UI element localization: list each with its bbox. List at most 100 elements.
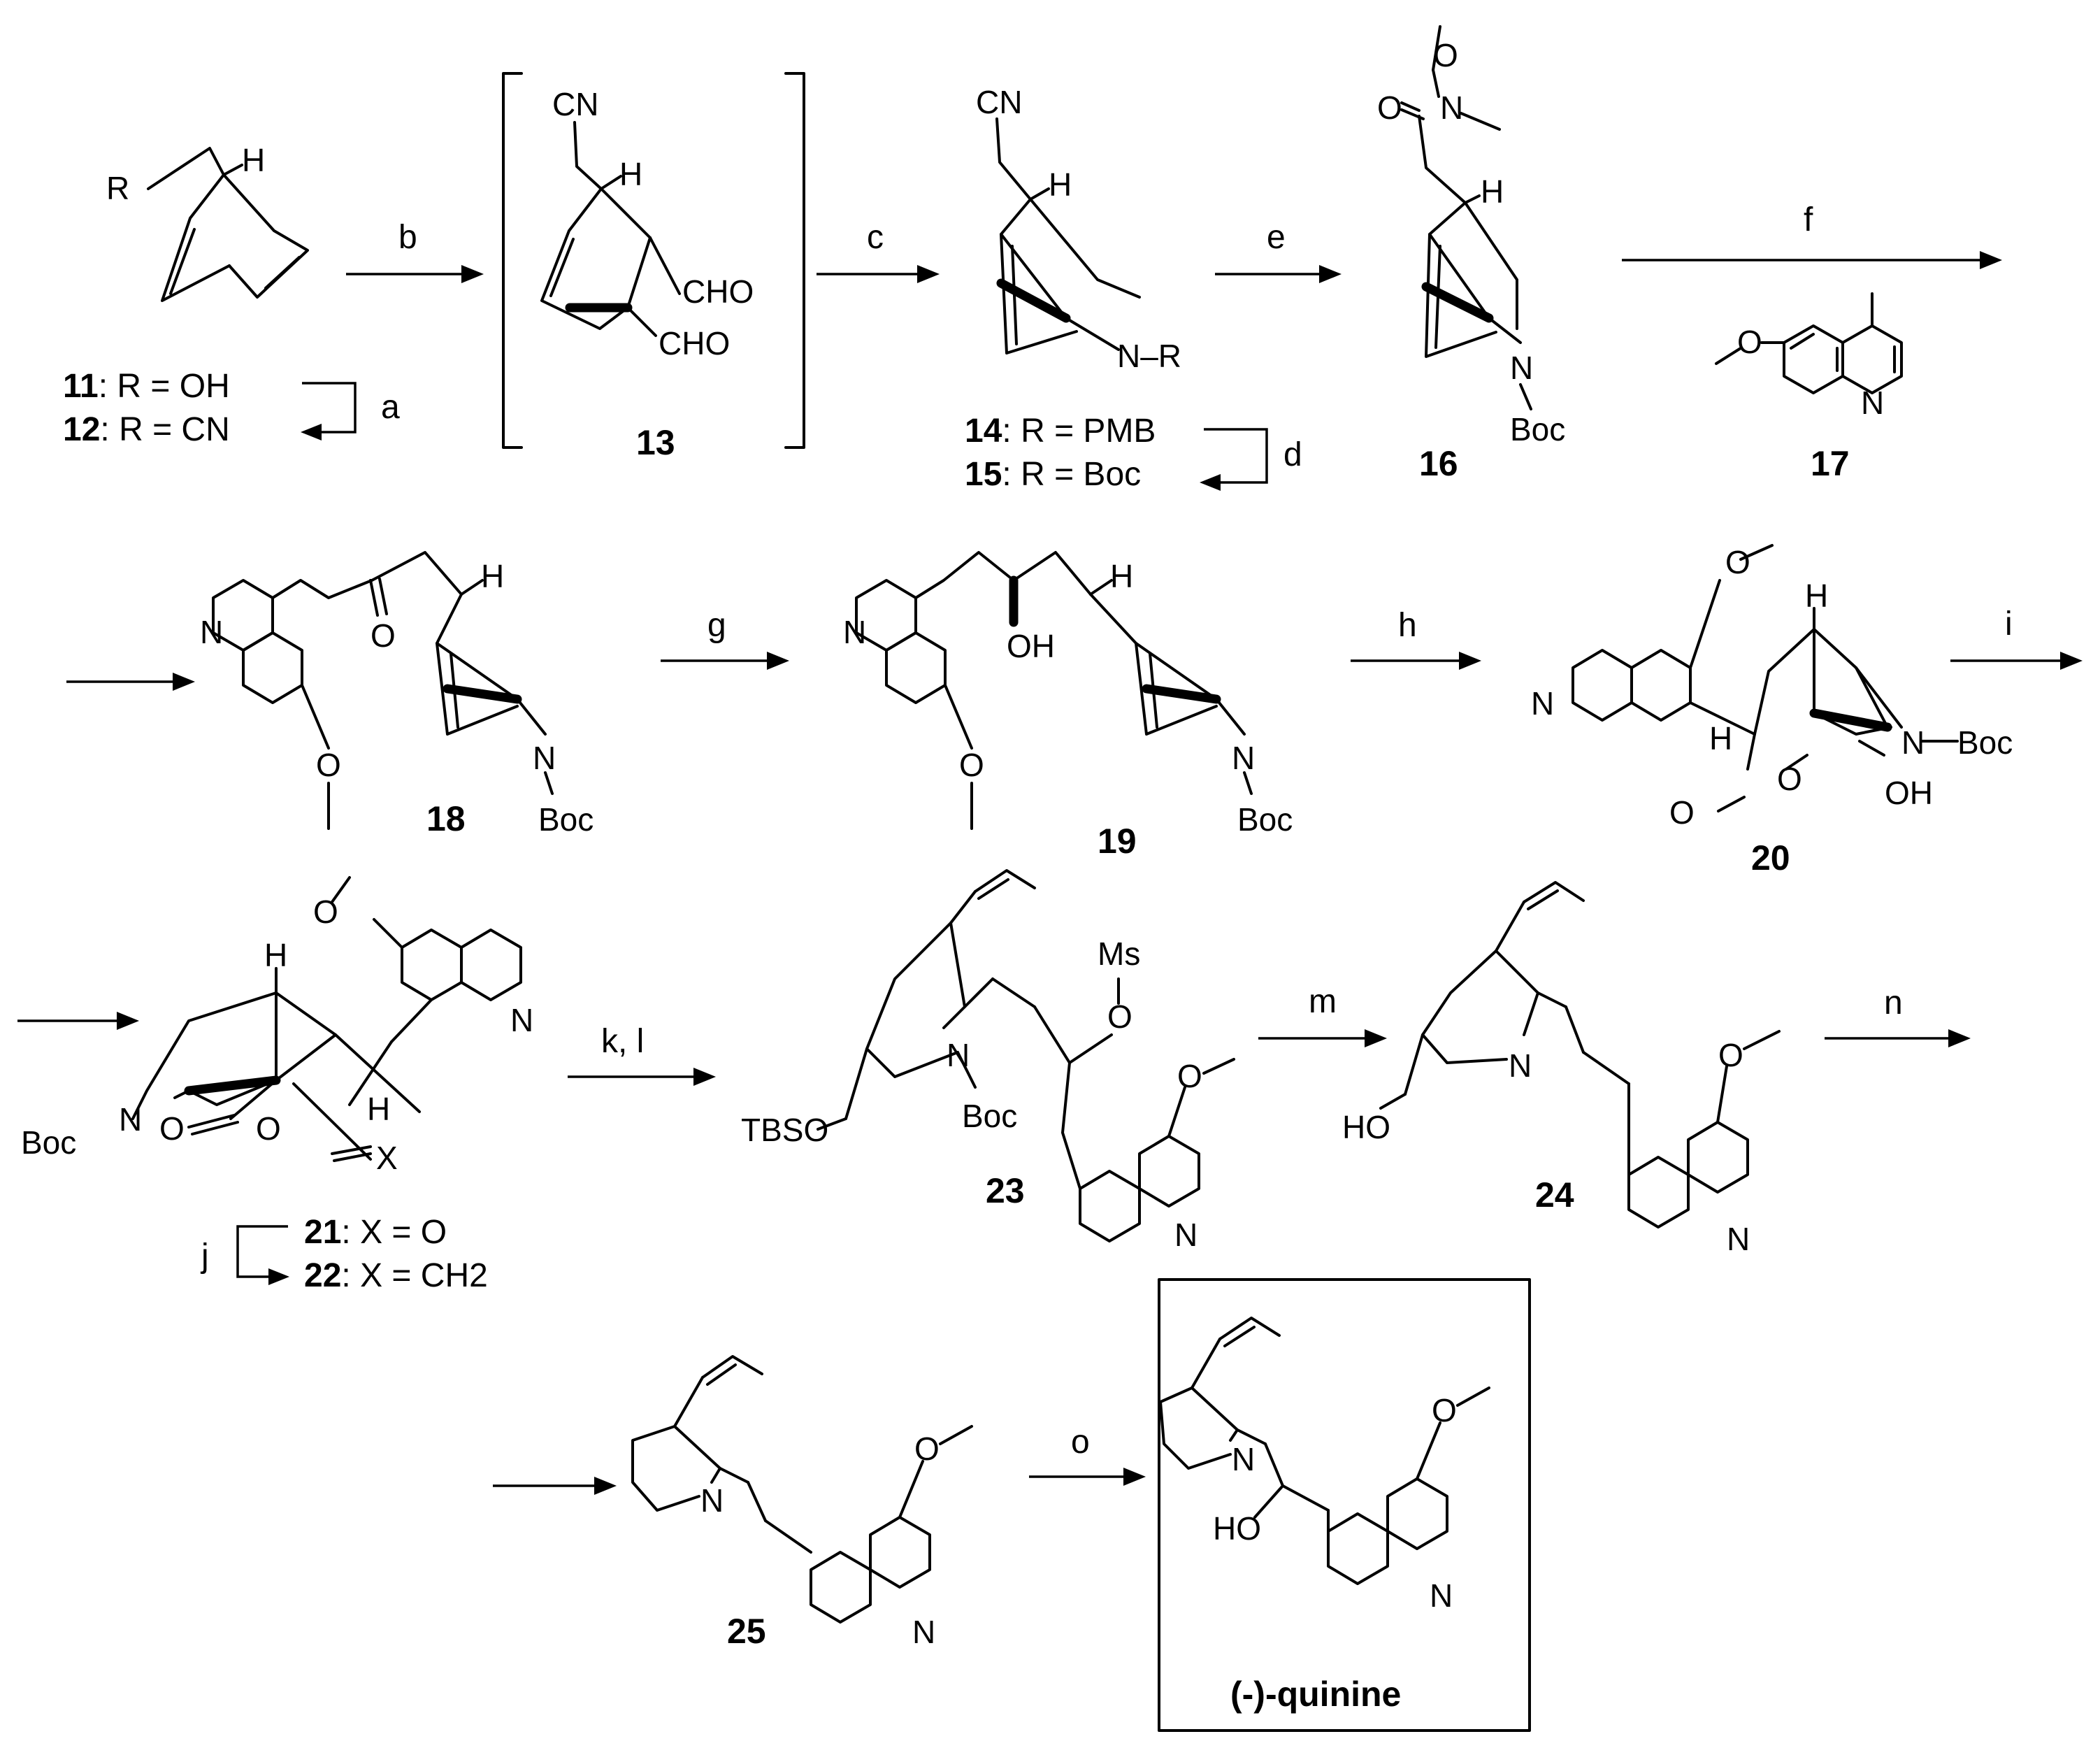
- structure-24: N O HO N: [1342, 881, 1781, 1257]
- label-i: i: [2005, 606, 2013, 643]
- arrow-j: [236, 1225, 288, 1278]
- atom-r: R: [106, 170, 129, 206]
- atom-ho: HO: [1342, 1109, 1390, 1145]
- atom-n: N: [1440, 89, 1463, 126]
- atom-h: H: [1049, 166, 1072, 203]
- atom-o: O: [1177, 1058, 1202, 1094]
- compound-23-label: 23: [986, 1171, 1025, 1210]
- atom-o: O: [914, 1431, 940, 1467]
- atom-h: H: [1110, 558, 1133, 594]
- label-d: d: [1283, 436, 1302, 473]
- atom-oh: OH: [1885, 775, 1933, 811]
- structure-13: CN H CHO CHO: [540, 86, 754, 361]
- compound-15-label: 15: R = Boc: [965, 456, 1141, 493]
- label-n: n: [1884, 984, 1903, 1022]
- atom-cho: CHO: [659, 325, 730, 361]
- atom-n: N: [1901, 724, 1925, 761]
- compound-19-label: 19: [1098, 822, 1137, 861]
- compound-20-label: 20: [1751, 838, 1790, 877]
- compound-16-label: 16: [1419, 444, 1458, 483]
- compound-21-label: 21: X = O: [304, 1214, 447, 1251]
- final-product-label: (-)-quinine: [1230, 1675, 1401, 1714]
- atom-o: O: [1718, 1037, 1743, 1073]
- atom-ms: Ms: [1098, 936, 1140, 972]
- atom-n: N: [700, 1482, 724, 1519]
- atom-n: N: [510, 1002, 533, 1038]
- label-c: c: [867, 219, 884, 256]
- structure-quinine: N O HO N: [1159, 1317, 1490, 1614]
- atom-o: O: [1107, 998, 1132, 1035]
- compound-13-label: 13: [636, 423, 675, 462]
- atom-h: H: [1481, 173, 1504, 210]
- atom-n: N: [1430, 1577, 1453, 1614]
- atom-boc: Boc: [1957, 724, 2013, 761]
- label-f: f: [1804, 201, 1813, 238]
- atom-h: H: [481, 558, 504, 594]
- atom-n: N: [1510, 350, 1533, 386]
- compound-12-label: 12: R = CN: [63, 411, 230, 448]
- label-j: j: [200, 1238, 209, 1275]
- atom-o: O: [1725, 544, 1750, 580]
- atom-x: X: [376, 1140, 398, 1176]
- atom-h: H: [242, 142, 265, 178]
- atom-n: N: [1232, 740, 1255, 776]
- atom-h: H: [1805, 578, 1828, 614]
- structure-18: N O O H N Boc: [200, 551, 594, 838]
- atom-n: N: [200, 614, 223, 650]
- atom-n: N: [912, 1614, 935, 1650]
- structure-19: N OH O H N Boc: [843, 551, 1293, 838]
- arrow-a: [302, 382, 357, 434]
- atom-n: N: [1727, 1221, 1750, 1257]
- atom-n: N: [1509, 1047, 1532, 1084]
- atom-n: N: [947, 1037, 970, 1073]
- atom-tbso: TBSO: [741, 1112, 828, 1148]
- atom-cho: CHO: [682, 273, 754, 310]
- atom-n: N: [533, 740, 556, 776]
- label-o: o: [1071, 1424, 1090, 1461]
- atom-h: H: [1709, 720, 1732, 757]
- bracket-right: [784, 72, 805, 449]
- atom-o: O: [256, 1110, 281, 1147]
- label-kl: k, l: [601, 1023, 644, 1060]
- atom-n: N: [119, 1101, 142, 1138]
- compound-11-label: 11: R = OH: [63, 368, 230, 405]
- structure-11: R H: [106, 142, 309, 302]
- label-m: m: [1309, 983, 1337, 1020]
- atom-cn: CN: [552, 86, 598, 122]
- compound-18-label: 18: [426, 799, 466, 838]
- atom-cn: CN: [976, 84, 1022, 120]
- atom-n: N: [1861, 385, 1884, 421]
- structure-25: N O N: [631, 1355, 973, 1650]
- atom-o: O: [959, 747, 984, 783]
- atom-n: N: [1232, 1441, 1255, 1477]
- atom-n: N: [843, 614, 866, 650]
- atom-o: O: [1433, 37, 1458, 73]
- label-e: e: [1267, 219, 1286, 256]
- atom-h: H: [619, 156, 642, 192]
- atom-o: O: [316, 747, 341, 783]
- atom-o: O: [1377, 89, 1402, 126]
- atom-o: O: [1737, 324, 1762, 360]
- structure-23: Ms O O N Boc TBSO N: [741, 869, 1235, 1253]
- compound-24-label: 24: [1535, 1175, 1574, 1215]
- atom-o: O: [1669, 794, 1695, 831]
- atom-o: O: [1777, 761, 1802, 797]
- structure-20: O N H H O OH N Boc O: [1531, 544, 2013, 831]
- atom-h: H: [367, 1091, 390, 1127]
- compound-14-label: 14: R = PMB: [965, 413, 1156, 450]
- label-a: a: [381, 389, 400, 426]
- atom-n: N: [1531, 685, 1554, 722]
- structure-14: CN H N–R: [976, 84, 1181, 374]
- compound-25-label: 25: [727, 1612, 766, 1651]
- structure-17: O N: [1715, 292, 1903, 421]
- atom-boc: Boc: [1510, 411, 1565, 447]
- atom-nr: N–R: [1117, 338, 1181, 374]
- compound-22-label: 22: X = CH2: [304, 1257, 488, 1294]
- atom-o: O: [1432, 1392, 1457, 1428]
- atom-boc: Boc: [538, 801, 594, 838]
- atom-ho: HO: [1213, 1510, 1261, 1547]
- atom-oh: OH: [1007, 628, 1055, 664]
- compound-17-label: 17: [1811, 444, 1850, 483]
- atom-o: O: [371, 617, 396, 654]
